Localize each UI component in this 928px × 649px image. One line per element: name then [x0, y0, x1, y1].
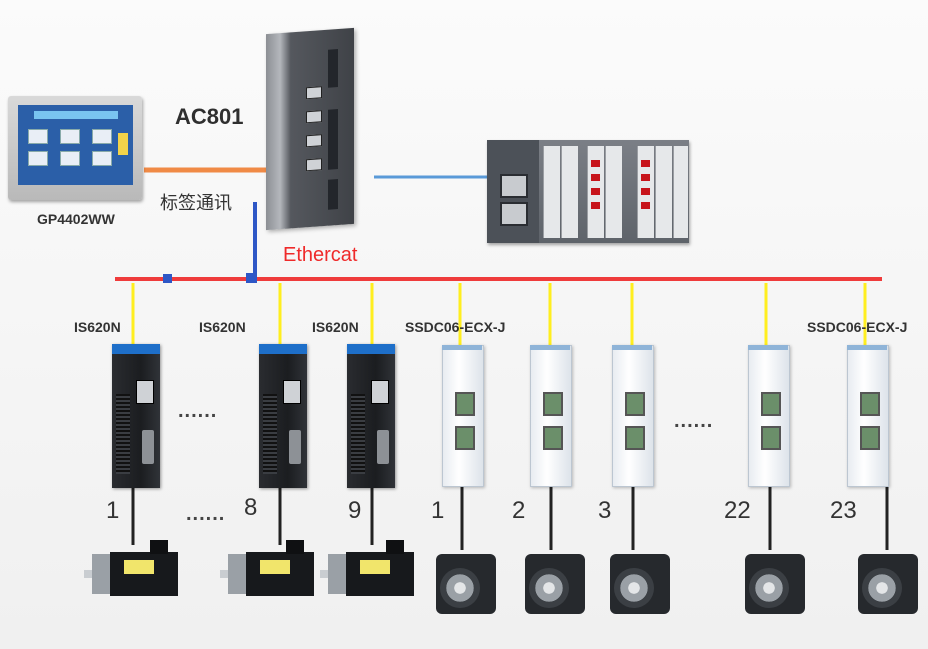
- link-label: 标签通讯: [160, 193, 232, 213]
- hmi-panel: [8, 96, 142, 200]
- servo-drive: [259, 344, 307, 488]
- axis-number: 9: [348, 497, 362, 524]
- axis-number: 22: [724, 497, 751, 524]
- servo-drive-label: IS620N: [199, 319, 246, 335]
- controller-label: AC801: [175, 104, 244, 129]
- stepper-driver: [612, 345, 654, 487]
- ellipsis-mark: ......: [178, 400, 218, 422]
- bus-label: Ethercat: [283, 244, 358, 266]
- io-module-rack: [487, 140, 689, 243]
- stepper-motor: [600, 546, 672, 618]
- stepper-drive-label: SSDC06-ECX-J: [405, 319, 506, 335]
- stepper-drive-label: SSDC06-ECX-J: [807, 319, 908, 335]
- hmi-screen: [18, 105, 133, 185]
- servo-drive: [347, 344, 395, 488]
- axis-number: 8: [244, 494, 258, 521]
- stepper-driver: [748, 345, 790, 487]
- axis-number: 2: [512, 497, 526, 524]
- stepper-motor: [848, 546, 920, 618]
- servo-drive-label: IS620N: [74, 319, 121, 335]
- ellipsis-mark: ......: [186, 503, 226, 525]
- servo-motor: [220, 540, 316, 598]
- stepper-motor: [735, 546, 807, 618]
- axis-number: 3: [598, 497, 612, 524]
- servo-drive: [112, 344, 160, 488]
- stepper-driver: [530, 345, 572, 487]
- servo-motor: [320, 540, 416, 598]
- ellipsis-mark: ......: [674, 410, 714, 432]
- controller-device: [266, 27, 354, 231]
- stepper-motor: [515, 546, 587, 618]
- servo-motor: [84, 540, 180, 598]
- stepper-driver: [847, 345, 889, 487]
- bus-junction: [246, 273, 257, 283]
- hmi-label: GP4402WW: [37, 211, 115, 227]
- stepper-driver: [442, 345, 484, 487]
- bus-junction: [163, 274, 172, 283]
- servo-drive-label: IS620N: [312, 319, 359, 335]
- axis-number: 1: [106, 497, 120, 524]
- axis-number: 1: [431, 497, 445, 524]
- axis-number: 23: [830, 497, 857, 524]
- stepper-motor: [426, 546, 498, 618]
